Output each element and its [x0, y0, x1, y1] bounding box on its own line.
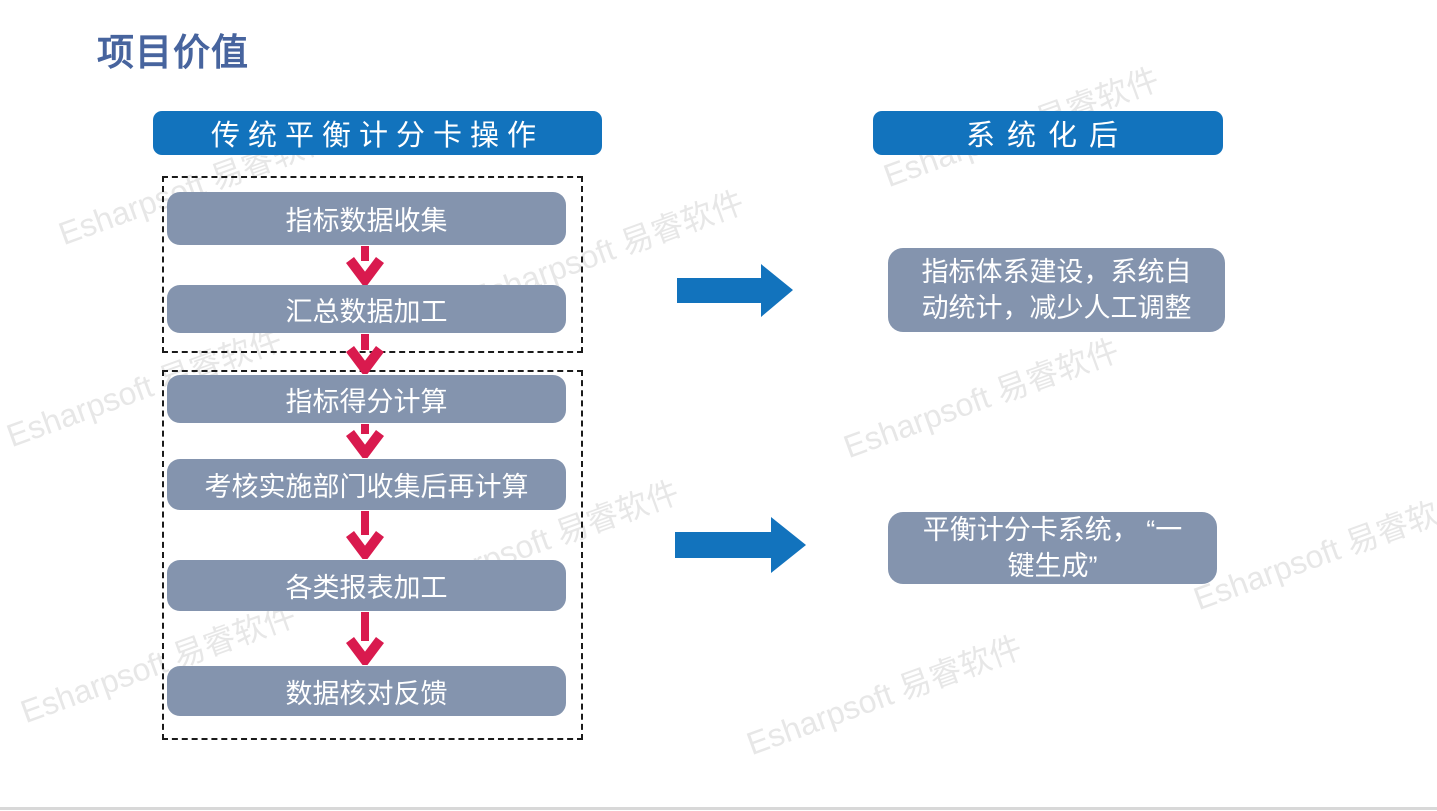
step-data-collection: 指标数据收集: [167, 192, 566, 245]
down-arrow-icon: [346, 424, 384, 458]
result-indicator-system: 指标体系建设，系统自 动统计，减少人工调整: [888, 248, 1225, 332]
down-arrow-icon: [346, 246, 384, 285]
page-title: 项目价值: [97, 32, 249, 73]
right-arrow-icon: [675, 517, 806, 573]
watermark-text: Esharpsoft 易睿软件: [1188, 483, 1437, 617]
right-column-header: 系统化后: [873, 111, 1223, 155]
step-data-aggregation: 汇总数据加工: [167, 285, 566, 333]
step-data-verification: 数据核对反馈: [167, 666, 566, 716]
step-report-processing: 各类报表加工: [167, 560, 566, 611]
down-arrow-icon: [346, 612, 384, 665]
step-score-calculation: 指标得分计算: [167, 375, 566, 423]
left-column-header: 传统平衡计分卡操作: [153, 111, 602, 155]
right-arrow-icon: [677, 264, 793, 317]
down-arrow-icon: [346, 334, 384, 374]
step-dept-recalculation: 考核实施部门收集后再计算: [167, 459, 566, 510]
dashed-group-2: [162, 370, 583, 740]
watermark-text: Esharpsoft 易睿软件: [838, 331, 1124, 465]
down-arrow-icon: [346, 511, 384, 559]
result-one-click: 平衡计分卡系统， “一 键生成”: [888, 512, 1217, 584]
bottom-divider-line: [0, 807, 1437, 810]
watermark-text: Esharpsoft 易睿软件: [741, 628, 1027, 762]
